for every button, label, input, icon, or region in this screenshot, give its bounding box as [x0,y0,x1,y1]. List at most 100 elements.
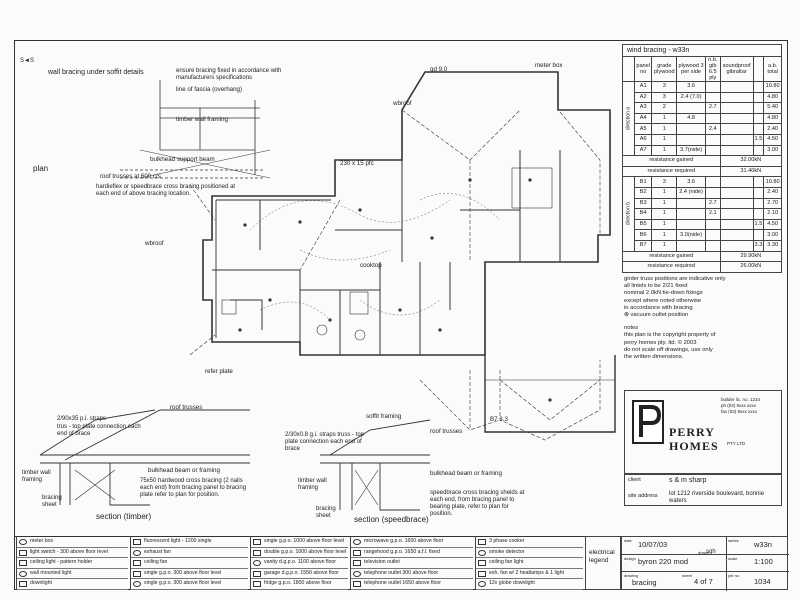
bracing-cell: 3.00 [763,144,782,157]
bracing-cell: 10.80 [763,81,782,93]
bracing-cell [752,208,765,220]
bracing-cell [704,218,721,231]
bracing-cell: 1.5 [752,133,765,146]
resistance-required-a-value: 31.40kN [719,165,783,178]
client-label: client [628,477,641,483]
bracing-cell [704,239,721,252]
legend-item: microwave g.p.o. 1650 above floor [364,538,444,544]
legend-symbol-icon [353,560,361,566]
speedbrace-note-3: roof trusses [430,428,463,435]
bracing-cell [719,133,754,146]
bracing-cell: B4 [633,208,653,220]
legend-item: fluorescent light - 1200 single [144,538,212,544]
plan-label-cooktop: cooktop [360,262,382,269]
bracing-cell: B3 [633,197,653,210]
design-value: byron 220 mod [638,557,689,566]
bracing-cell: 3 [651,91,678,104]
bracing-cell [704,186,721,199]
bracing-cell: 1.5 [752,218,765,231]
legend-item: rangehood g.p.o. 1650 a.f.l. fixed [364,548,440,555]
bracing-cell: 3.0(nide) [676,229,706,241]
bracing-cell: 3.30 [763,239,782,252]
bracing-cell: A7 [633,144,653,157]
client-value: s & m sharp [669,477,707,484]
company-suffix: PTY LTD [727,441,746,446]
speedbrace-note-5: bracing sheet [316,506,336,519]
legend-item: single g.p.o. 300 above floor level [144,580,222,586]
resistance-gained-a: resistance gained [622,155,721,167]
header-plywood: plywood 3 per side [676,56,706,82]
legend-symbol-icon [19,560,27,566]
bracing-cell: 1 [651,186,678,199]
bracing-cell [752,91,765,104]
bracing-cell [676,208,706,220]
bracing-cell [704,176,721,188]
wind-bracing-title: wind bracing - w33n [622,44,782,57]
timber-note-5: bracing sheet [42,495,62,508]
company-name-line1: PERRY [669,425,715,439]
legend-item: ceiling fan light [489,559,524,565]
bracing-cell [719,186,754,199]
plan-label: plan [33,164,49,173]
soffit-note-3: timber wall framing [176,116,228,123]
note-line: except where noted otherwise [624,297,702,304]
bracing-cell [704,144,721,157]
legend-symbol-icon [478,570,486,577]
bracing-cell [704,112,721,125]
legend-item: light switch - 300 above floor level [30,548,108,555]
legend-item: smoke detector [489,548,525,555]
note-line: in accordance with bracing [624,304,693,311]
bracing-cell: 2.1 [704,208,721,220]
speedbrace-note-1: soffit framing [366,413,402,420]
legend-symbol-icon [478,560,486,566]
direction-label: direction b [622,176,635,251]
soffit-note-1: ensure bracing fixed in accordance with … [176,68,282,81]
legend-item: telephone outlet 300 above floor [364,569,439,576]
bracing-cell: B1 [633,176,653,188]
bracing-cell [719,208,754,220]
bracing-cell: 2.4 (7.0) [676,91,706,104]
legend-symbol-icon [353,581,361,587]
bracing-cell: 2.7 [704,102,721,114]
date-label: date [624,538,632,543]
bracing-cell [719,239,754,252]
soffit-note-5: roof trusses at 600 c/s [100,173,161,180]
company-logo-icon [632,400,664,444]
bracing-cell: A6 [633,133,653,146]
job-label: job no. [728,573,741,578]
bracing-cell: B2 [633,186,653,199]
legend-item: downlight [30,580,52,586]
soffit-note-4: bulkhead support beam [150,156,215,163]
bracing-cell [752,229,765,241]
series-label: series [728,538,739,543]
bracing-cell [719,91,754,104]
legend-symbol-icon [353,539,361,545]
sheet-value: 4 of 7 [694,577,713,586]
bracing-cell: 3.6 [676,176,706,188]
bracing-cell [752,144,765,157]
bracing-cell: B6 [633,229,653,241]
legend-symbol-icon [478,549,486,556]
copyright-line: this plan is the copyright property of [624,332,716,339]
bracing-cell: 4.8 [676,112,706,125]
electrical-legend [14,536,788,591]
legend-symbol-icon [353,549,361,556]
soffit-title: wall bracing under soffit details [48,69,144,76]
site-value: lot 1212 riverside boulevard, bonnie wat… [669,491,765,504]
copyright-line: perry homes pty. ltd. © 2003 [624,339,697,346]
bracing-cell [752,112,765,125]
scale-label: scale [728,556,738,561]
bracing-cell: 3.3 [752,239,765,252]
note-line: ⊗ vacuum outlet position [624,312,689,319]
resistance-gained-a-value: 32.00kN [719,155,783,167]
header-total: a.b. total [763,56,782,82]
note-line: nominal 2.0kN tie-down fixings [624,290,703,297]
bracing-cell: 4.50 [763,133,782,146]
